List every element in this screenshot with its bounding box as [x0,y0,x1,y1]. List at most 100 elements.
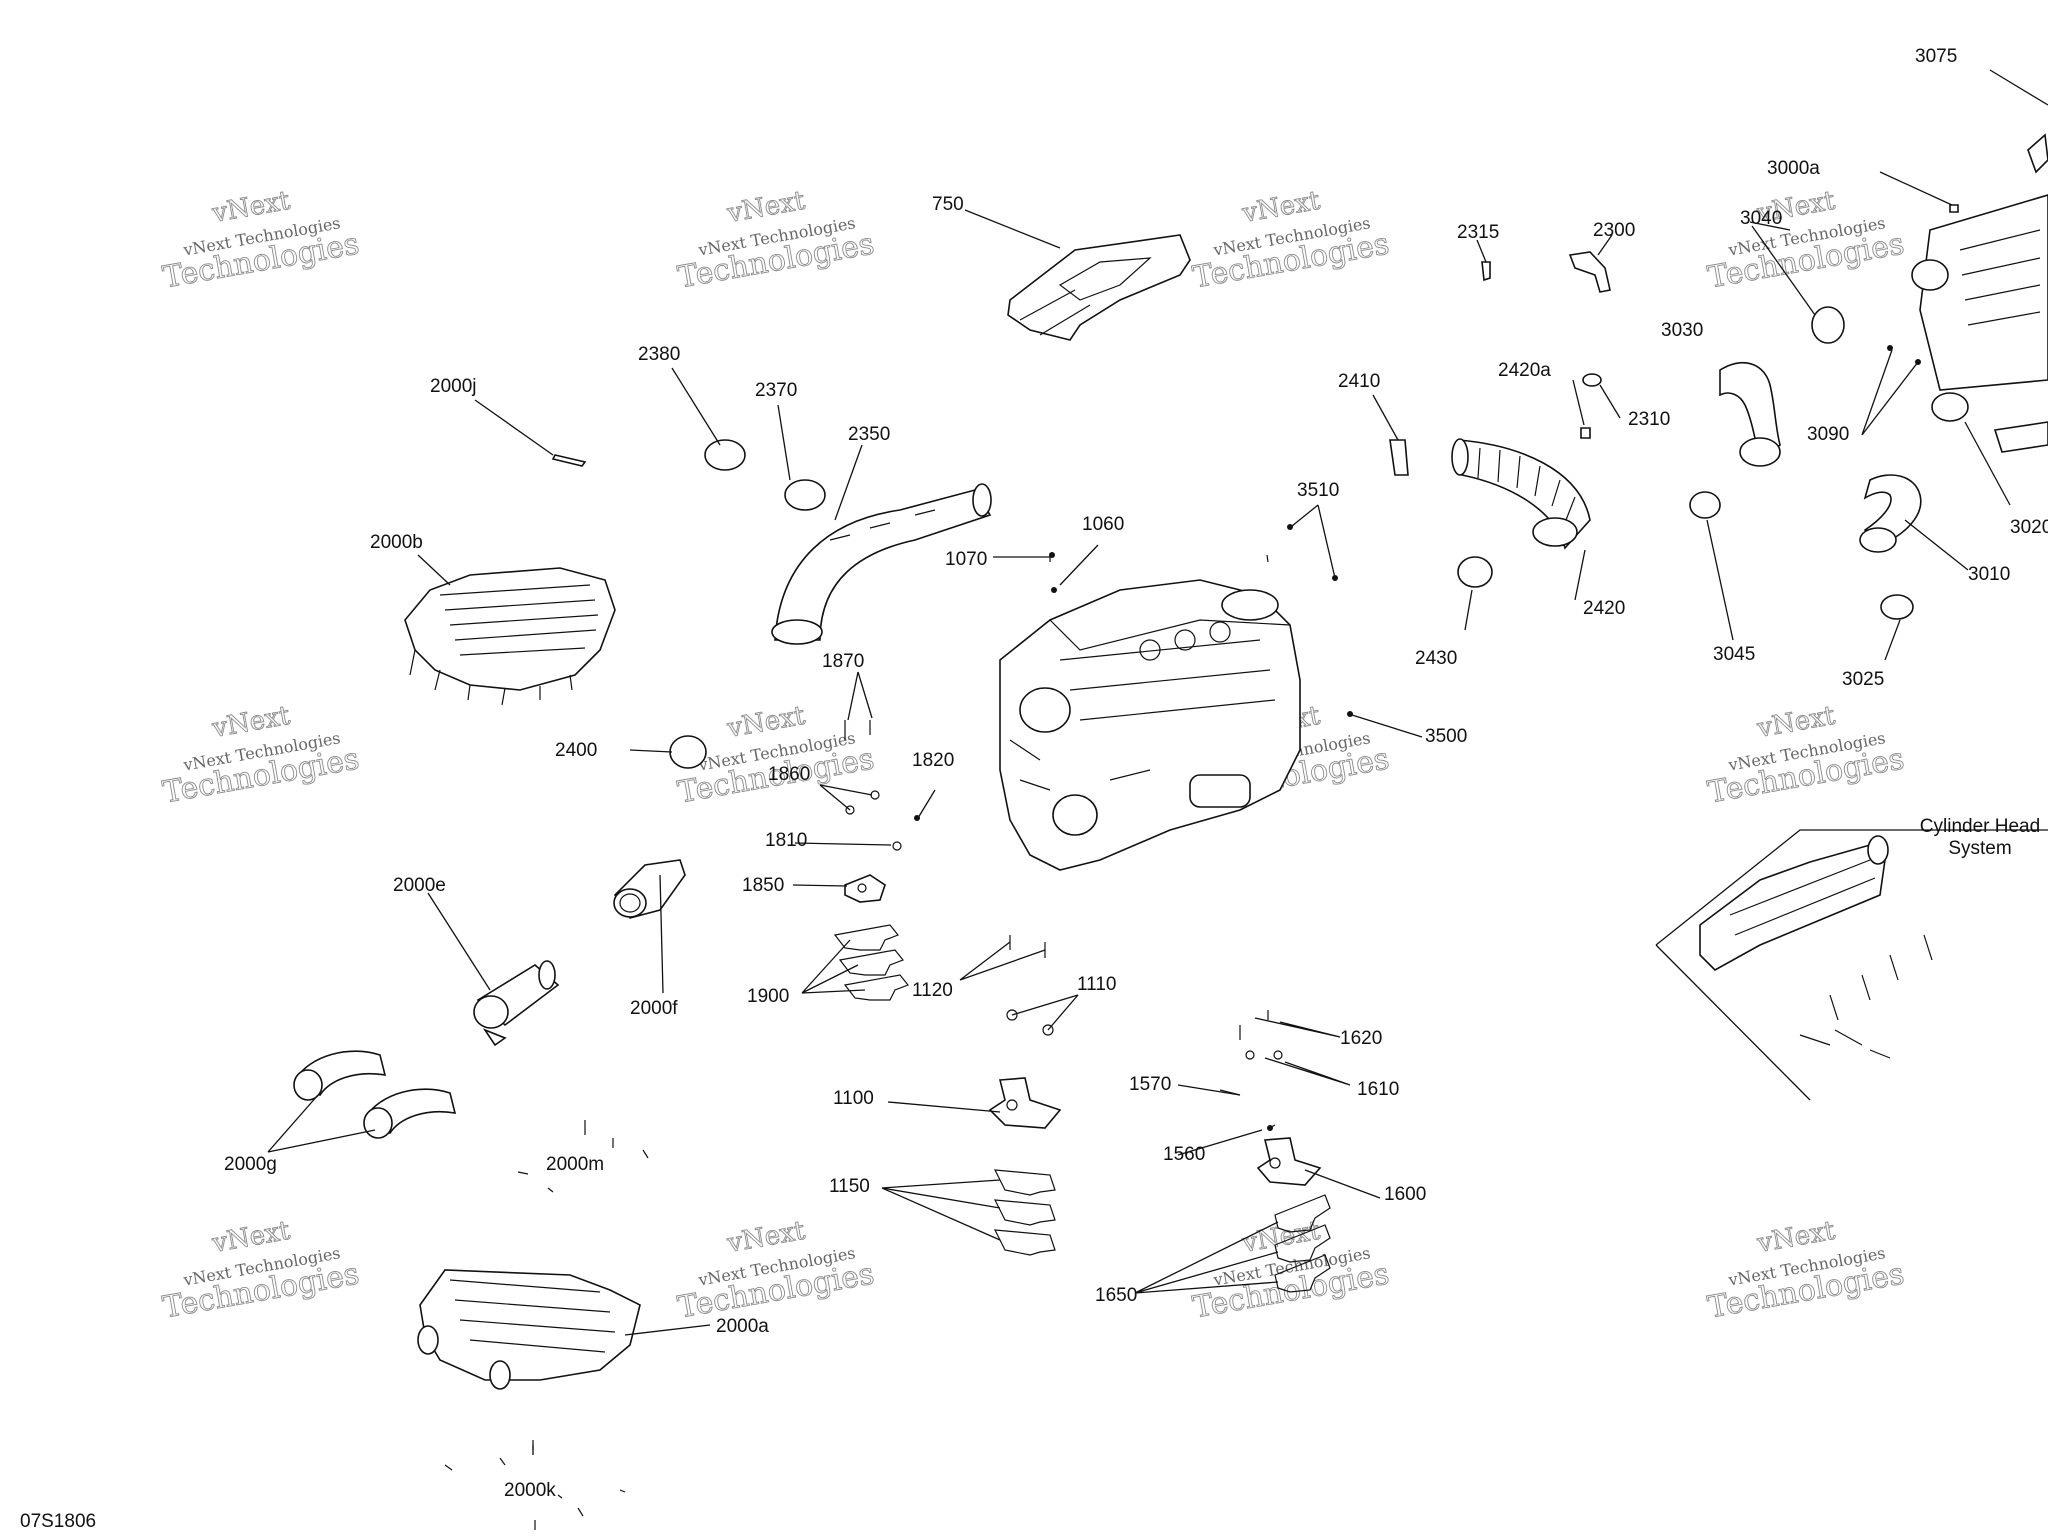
part-2315-screw [1481,261,1491,282]
part-3000a-bolt [1949,204,1959,213]
callout-1070: 1070 [945,549,987,570]
part-2000b-intake-manifold [404,567,616,706]
callout-2000b: 2000b [370,532,423,553]
callout-2350: 2350 [848,424,890,445]
svg-text:vNext: vNext [724,701,807,744]
callout-1150: 1150 [829,1176,870,1197]
part-3025-clamp [1880,594,1914,620]
svg-text:vNext: vNext [209,701,292,744]
svg-text:vNext: vNext [1239,186,1322,229]
svg-text:vNext: vNext [1754,701,1837,744]
callout-1110: 1110 [1077,974,1116,995]
callout-1100: 1100 [833,1088,874,1109]
part-2410-spacer [1389,439,1409,476]
callout-2000m: 2000m [546,1154,604,1175]
callout-3500: 3500 [1425,726,1467,747]
callout-3025: 3025 [1842,669,1884,690]
callout-2410: 2410 [1338,371,1380,392]
callout-2400: 2400 [555,740,597,761]
part-2430-clamp [1457,556,1493,588]
svg-text:vNext: vNext [724,186,807,229]
part-3075-intercooler [1911,133,2048,391]
watermark: vNext vNext Technologies Technologies [675,185,878,296]
callout-2380: 2380 [638,344,680,365]
callout-1900: 1900 [747,986,789,1007]
part-1900-shims [833,924,909,1001]
part-1850-mount [844,874,886,903]
part-750-engine-cover [1007,234,1191,341]
part-2420a-fitting [1580,427,1591,439]
watermark: vNext vNext Technologies Technologies [675,1215,878,1326]
svg-text:vNext: vNext [724,1216,807,1259]
part-2000f-coupler [613,859,686,919]
inset-cylinder-head-system [1655,829,2048,1101]
part-2300-fitting [1568,251,1611,293]
part-1650-shims [1274,1194,1331,1293]
svg-text:vNext: vNext [1754,1216,1837,1259]
part-2400-clamp [669,735,707,769]
watermark: vNext vNext Technologies Technologies [160,700,363,811]
part-1100-mount [988,1077,1062,1129]
callout-2430: 2430 [1415,648,1457,669]
part-2000a-oil-pan [417,1269,641,1390]
callout-1810: 1810 [765,830,807,851]
callout-2000e: 2000e [393,875,446,896]
watermark: vNext vNext Technologies Technologies [1705,1215,1908,1326]
part-2350-intake-duct [771,483,992,645]
svg-text:vNext: vNext [209,1216,292,1259]
svg-text:vNext: vNext [209,186,292,229]
leader-lines [267,69,2048,1455]
callout-3010: 3010 [1968,564,2010,585]
callout-2000k: 2000k [504,1480,556,1501]
callout-1620: 1620 [1340,1028,1382,1049]
part-3040-clamp [1811,306,1845,344]
diagram-code: 07S1806 [20,1511,96,1532]
part-1150-shims [993,1169,1056,1256]
part-2310-clip [1582,373,1602,387]
part-2000g-elbows [293,1050,457,1139]
callout-1870: 1870 [822,651,864,672]
callout-2000f: 2000f [630,998,678,1019]
part-3010-hose [1859,474,1922,553]
callout-1820: 1820 [912,750,954,771]
callout-2000j: 2000j [430,376,477,397]
part-3020-plate [1993,421,2048,453]
watermark: vNext vNext Technologies Technologies [1190,1215,1393,1326]
part-3045-clamp [1689,491,1721,519]
callout-1650: 1650 [1095,1285,1137,1306]
part-engine-assembly [999,579,1301,871]
callout-1060: 1060 [1082,514,1124,535]
callout-3045: 3045 [1713,644,1755,665]
part-2380-clamp [704,439,746,471]
watermark: vNext vNext Technologies Technologies [1190,185,1393,296]
callout-1560: 1560 [1163,1144,1205,1165]
callout-3090: 3090 [1807,424,1849,445]
callout-2420a: 2420a [1498,360,1551,381]
watermark: vNext vNext Technologies Technologies [1705,185,1908,296]
callout-3030: 3030 [1661,320,1703,341]
part-2420-hose [1451,438,1591,550]
callout-3510: 3510 [1297,480,1339,501]
watermark: vNext vNext Technologies Technologies [160,185,363,296]
svg-text:vNext: vNext [1239,1216,1322,1259]
part-3090-clamp [1931,392,1969,422]
callout-1600: 1600 [1384,1184,1426,1205]
callout-3075: 3075 [1915,46,1957,67]
callout-3000a: 3000a [1767,158,1820,179]
watermark: vNext vNext Technologies Technologies [160,1215,363,1326]
watermark: vNext vNext Technologies Technologies [1705,700,1908,811]
part-3030-hose [1719,361,1781,467]
parts [293,133,2048,1530]
callout-2420: 2420 [1583,598,1625,619]
part-2000j-tie [551,454,587,467]
callout-1610: 1610 [1357,1079,1399,1100]
part-1600-mount [1256,1137,1322,1186]
callout-2000a: 2000a [716,1316,769,1337]
callout-3040: 3040 [1740,208,1782,229]
callout-labels: 3075 3000a 3040 750 2315 2300 3030 2380 … [20,46,2048,1532]
callout-2370: 2370 [755,380,797,401]
callout-1850: 1850 [742,875,784,896]
